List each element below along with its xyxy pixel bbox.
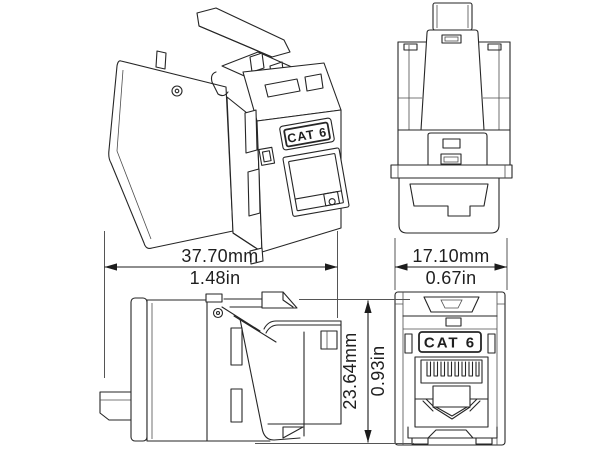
depth-arrow-right <box>494 263 507 271</box>
dimension-depth: 17.10mm 0.67in <box>394 238 508 290</box>
front-slot-left <box>404 333 413 354</box>
iso-screw <box>171 85 183 97</box>
iso-cap <box>196 7 291 58</box>
dimension-depth-in: 0.67in <box>426 268 477 288</box>
iso-rj45-port <box>282 147 350 217</box>
iso-cat6-bezel <box>279 117 335 151</box>
side-slot-lower <box>230 388 243 423</box>
front-band-slot <box>445 317 462 327</box>
front-rj45-port <box>414 356 489 428</box>
dimension-height: 23.64mm 0.93in <box>255 299 414 444</box>
iso-square-hole <box>258 146 276 166</box>
dimension-height-mm: 23.64mm <box>340 332 360 409</box>
dimension-height-in: 0.93in <box>368 346 388 397</box>
dimension-width: 37.70mm 1.48in <box>104 231 338 378</box>
top-latch-slot-upper <box>442 138 461 149</box>
dimension-width-in: 1.48in <box>190 268 241 288</box>
front-foot-left <box>411 437 429 445</box>
front-cap-trapezoid <box>423 296 480 313</box>
iso-plate-slot <box>155 50 167 70</box>
top-lower-step <box>409 183 489 217</box>
side-screw <box>212 307 224 319</box>
side-slot-upper <box>230 327 243 366</box>
side-top-bump <box>205 293 223 303</box>
top-cap-slot <box>441 34 462 44</box>
top-notch-left <box>403 43 418 51</box>
front-view: CAT 6 <box>394 291 506 446</box>
side-panel <box>146 299 208 442</box>
top-cross-band <box>390 164 513 179</box>
front-pins <box>426 361 480 377</box>
front-foot-right <box>475 437 493 445</box>
top-notch-right <box>487 43 502 51</box>
front-pin-block <box>420 359 483 384</box>
front-bottom-bump <box>427 429 474 439</box>
top-view <box>390 2 513 234</box>
side-back-plate <box>130 297 148 442</box>
dimension-width-mm: 37.70mm <box>181 246 258 266</box>
top-cap-trapezoid <box>420 29 485 131</box>
front-latch-tab <box>432 385 471 408</box>
height-arrow-bottom <box>364 430 372 443</box>
height-arrow-top <box>364 300 372 313</box>
isometric-view: CAT 6 <box>108 7 350 265</box>
iso-cat6-label: CAT 6 <box>286 125 328 146</box>
iso-side-slot-upper <box>244 109 258 154</box>
side-chamfer <box>282 426 304 439</box>
top-tab <box>432 2 473 31</box>
front-cat6-label: CAT 6 <box>424 335 476 352</box>
width-arrow-right <box>325 263 338 271</box>
side-small-window <box>320 330 338 350</box>
iso-cat6-plate <box>283 121 331 148</box>
side-view <box>99 291 342 442</box>
iso-shield-plate <box>108 60 234 249</box>
dimension-depth-mm: 17.10mm <box>412 246 489 266</box>
front-cat6-plate <box>418 331 482 353</box>
depth-arrow-left <box>395 263 408 271</box>
front-slot-right <box>487 333 496 354</box>
iso-side-slot-lower <box>247 168 261 217</box>
iso-bottom-tab <box>249 247 264 265</box>
iso-front-details: CAT 6 <box>258 117 350 217</box>
width-arrow-left <box>104 263 117 271</box>
top-latch-slot-lower <box>440 153 462 165</box>
